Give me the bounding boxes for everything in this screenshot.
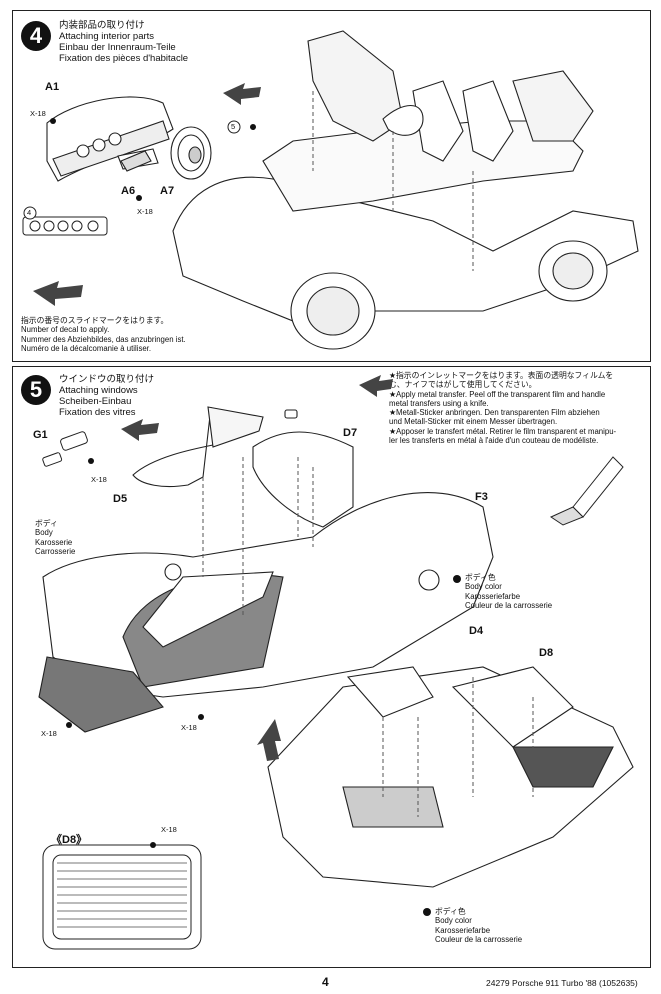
color-label-fr: Couleur de la carrosserie: [435, 934, 523, 944]
metal-transfer-note: ★指示のインレットマークをはります。表面の透明なフィルムを む、ナイフではがして…: [389, 371, 616, 445]
title-jp: ウインドウの取り付け: [59, 374, 155, 385]
note-de: Nummer des Abziehbildes, das anzubringen…: [21, 334, 186, 344]
callout-4: 4: [27, 208, 32, 217]
part-a1-label: A1: [45, 81, 60, 93]
note-fr: Numéro de la décalcomanie à utiliser.: [21, 343, 152, 353]
color-label-en: Body color: [435, 916, 472, 926]
note-line: ★Metall-Sticker anbringen. Den transpare…: [389, 408, 600, 418]
callout-5: 5: [231, 122, 236, 131]
step-number: 5: [21, 375, 51, 405]
part-d4-label: D4: [469, 625, 484, 637]
step-4-illustration: [22, 30, 639, 350]
part-d7-label: D7: [343, 427, 358, 439]
body-label-de: Karosserie: [35, 537, 73, 547]
screw-label: X-18: [30, 109, 46, 118]
note-line: ★Apposer le transfert métal. Retirer le …: [389, 426, 617, 436]
color-label-jp: ボディ色: [465, 573, 496, 582]
step-number: 4: [21, 21, 51, 51]
part-f3-label: F3: [475, 491, 488, 503]
step-4-panel: 4 内装部品の取り付け Attaching interior parts Ein…: [12, 10, 651, 362]
part-g1-label: G1: [33, 429, 48, 441]
color-label-jp: ボディ色: [435, 907, 466, 916]
color-label-de: Karosseriefarbe: [465, 591, 521, 601]
step-5-panel: 5 ウインドウの取り付け Attaching windows Scheiben-…: [12, 366, 651, 968]
part-a6-label: A6: [121, 185, 136, 197]
screw-label: X-18: [41, 729, 57, 738]
step-5-illustration: [38, 375, 634, 950]
note-line: ler les transferts en métal à l'aide d'u…: [389, 436, 599, 446]
body-label-jp: ボディ: [35, 519, 58, 528]
title-fr: Fixation des pièces d'habitacle: [59, 53, 189, 64]
part-d8-inset-label: 《D8》: [51, 834, 88, 846]
note-en: Number of decal to apply.: [21, 325, 110, 335]
body-label: ボディ Body Karosserie Carrosserie: [35, 519, 75, 556]
part-d5-label: D5: [113, 493, 128, 505]
color-label-fr: Couleur de la carrosserie: [465, 600, 553, 610]
body-color-label: ボディ色 Body color Karosseriefarbe Couleur …: [465, 573, 552, 610]
note-line: und Metall-Sticker mit einem Messer über…: [389, 417, 558, 427]
body-color-label: ボディ色 Body color Karosseriefarbe Couleur …: [435, 907, 522, 944]
title-jp: 内装部品の取り付け: [59, 20, 145, 31]
step-title: ウインドウの取り付け Attaching windows Scheiben-Ei…: [59, 374, 154, 418]
note-line: metal transfers using a knife.: [389, 398, 489, 408]
title-en: Attaching interior parts: [59, 31, 155, 42]
body-label-fr: Carrosserie: [35, 546, 76, 556]
color-label-en: Body color: [465, 582, 502, 592]
decal-note: 指示の番号のスライドマークをはります。 Number of decal to a…: [21, 316, 186, 353]
note-line: む、ナイフではがして使用してください。: [389, 380, 537, 390]
title-de: Einbau der Innenraum-Teile: [59, 42, 176, 53]
part-d8-label: D8: [539, 647, 554, 659]
screw-label: X-18: [181, 723, 197, 732]
screw-label: X-18: [161, 825, 177, 834]
title-fr: Fixation des vitres: [59, 407, 136, 418]
screw-label: X-18: [137, 207, 153, 216]
screw-label: X-18: [91, 475, 107, 484]
part-a7-label: A7: [160, 185, 175, 197]
note-line: ★Apply metal transfer. Peel off the tran…: [389, 389, 606, 399]
step-title: 内装部品の取り付け Attaching interior parts Einba…: [59, 20, 188, 64]
color-label-de: Karosseriefarbe: [435, 925, 491, 935]
page-number: 4: [322, 975, 329, 989]
note-jp: 指示の番号のスライドマークをはります。: [21, 316, 169, 325]
note-line: ★指示のインレットマークをはります。表面の透明なフィルムを: [389, 371, 614, 380]
title-de: Scheiben-Einbau: [59, 396, 132, 407]
footer-reference: 24279 Porsche 911 Turbo '88 (1052635): [486, 978, 638, 988]
title-en: Attaching windows: [59, 385, 138, 396]
body-label-en: Body: [35, 528, 53, 538]
